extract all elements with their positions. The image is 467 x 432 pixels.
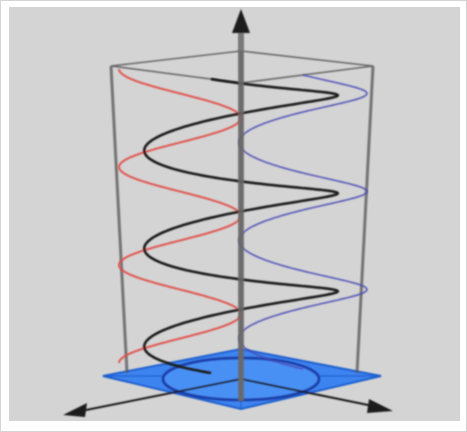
frame-top	[110, 50, 374, 84]
z-axis-arrow-head-icon	[232, 9, 250, 33]
frame-edge-left	[109, 65, 129, 374]
frame-top-outline	[110, 50, 374, 84]
side-projection-curve	[238, 74, 368, 370]
x-axis-line	[80, 378, 242, 412]
y-axis-line	[240, 378, 374, 407]
y-axis-arrow-head-icon	[367, 399, 393, 413]
frame-edge-right	[355, 65, 375, 374]
helix-curve	[142, 77, 340, 375]
x-axis-arrow-head-icon	[63, 403, 87, 417]
